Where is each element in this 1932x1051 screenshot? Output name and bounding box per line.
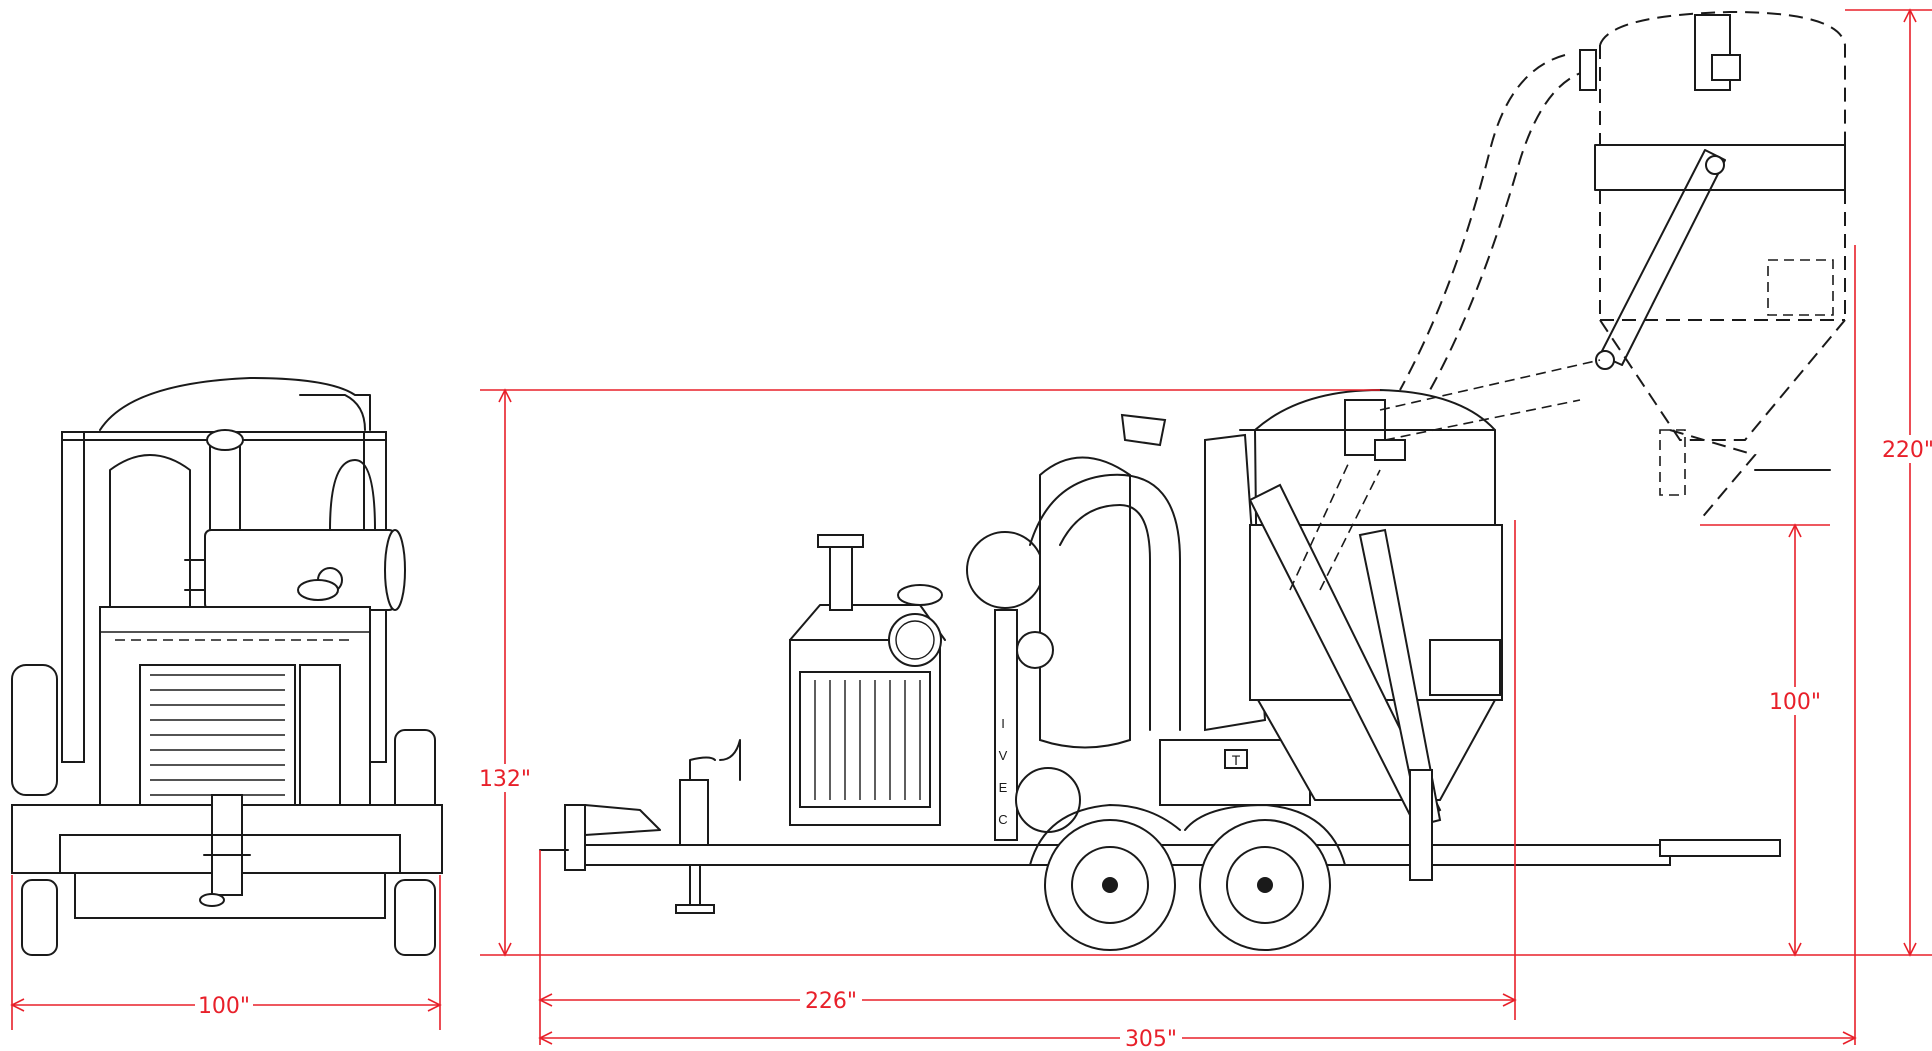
dim-overall-height-transport: 132" [479,767,531,792]
mast-letter-4: C [998,812,1007,827]
mast-letter-1: I [1001,716,1005,731]
trailer-wheel-rear [1199,819,1331,951]
mast-letter-3: E [999,780,1008,795]
dim-discharge-clearance: 100" [1769,690,1821,715]
dim-length-transport: 226" [805,989,857,1014]
dimension-lines [10,8,1932,1045]
dimension-labels: 100" 132" 226" 305" 100" 220" [195,435,1932,1051]
side-radiator-grille [814,680,921,800]
toolbox-mark: T [1232,752,1241,768]
side-view: T I V E C [539,388,1781,951]
raised-hopper-phantom [1289,10,1846,591]
dim-length-raised: 305" [1125,1027,1177,1051]
trailer-wheel-front [1044,819,1176,951]
dim-overall-height-raised: 220" [1882,438,1932,463]
mast-letter-2: V [999,748,1008,763]
dim-front-width: 100" [198,994,250,1019]
front-view [11,377,443,956]
